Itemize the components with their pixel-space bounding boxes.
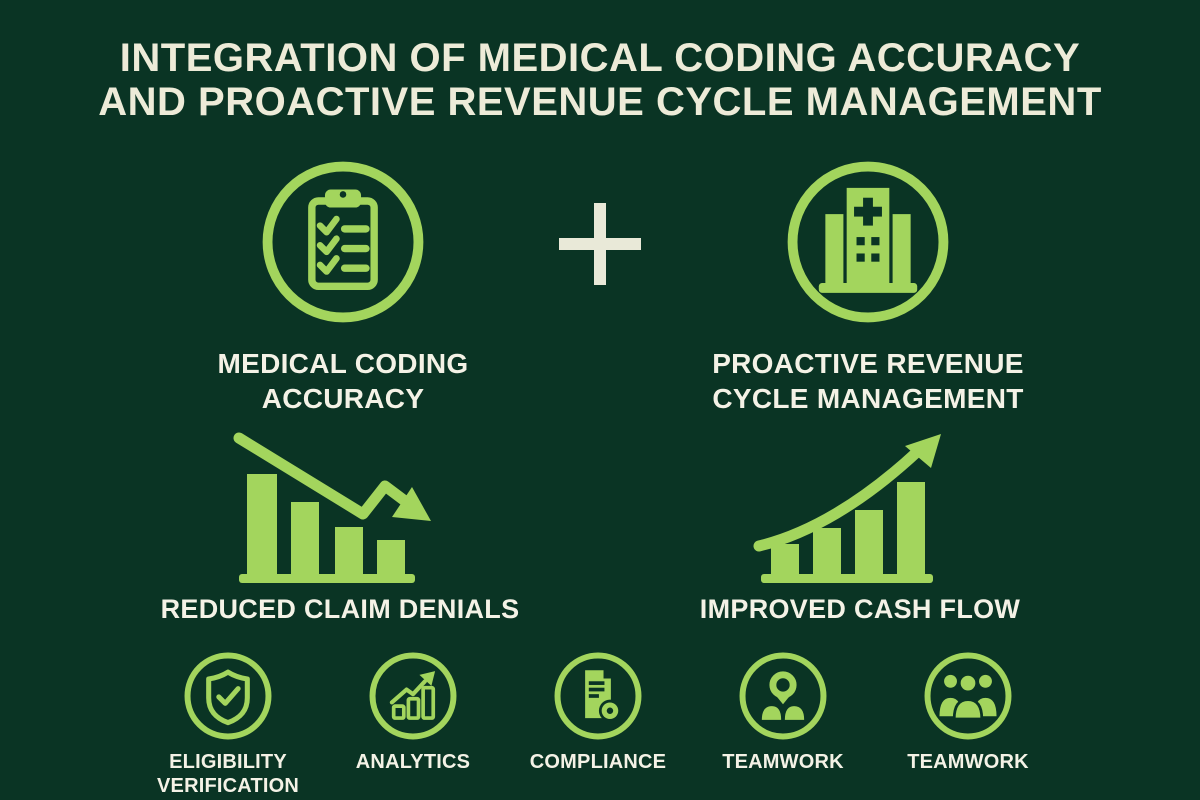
title-line-2: AND PROACTIVE REVENUE CYCLE MANAGEMENT [98,80,1102,124]
feature-compliance: COMPLIANCE [507,650,689,798]
declining-bar-chart-icon [233,432,431,583]
analytics-label: ANALYTICS [355,751,471,773]
shield-check-icon [184,652,272,740]
hospital-building-icon [787,161,949,323]
feature-eligibility-verification: ELIGIBILITY VERIFICATION [137,650,319,798]
rising-bar-chart-icon [753,434,941,583]
proactive-rcm-label: PROACTIVE REVENUE CYCLE MANAGEMENT [712,348,1024,414]
page-title: INTEGRATION OF MEDICAL CODING ACCURACY A… [0,36,1200,124]
feature-teamwork-2: TEAMWORK [877,650,1059,798]
improved-cash-flow-block: IMPROVED CASH FLOW [650,428,1070,625]
proactive-rcm-block: PROACTIVE REVENUE CYCLE MANAGEMENT [668,160,1068,416]
reduced-claim-denials-block: REDUCED CLAIM DENIALS [130,428,550,625]
improved-cash-flow-label: IMPROVED CASH FLOW [699,594,1021,624]
title-line-1: INTEGRATION OF MEDICAL CODING ACCURACY [119,36,1081,80]
plus-icon [551,195,649,293]
teamwork-label-2: TEAMWORK [907,751,1029,773]
medical-coding-accuracy-label: MEDICAL CODING ACCURACY [217,348,469,414]
feature-analytics: ANALYTICS [322,650,504,798]
person-icon [739,652,827,740]
features-row: ELIGIBILITY VERIFICATION ANALYTICS [137,650,1059,798]
compliance-document-icon [554,652,642,740]
teamwork-label-1: TEAMWORK [722,751,844,773]
medical-coding-accuracy-block: MEDICAL CODING ACCURACY [163,160,523,416]
feature-teamwork-1: TEAMWORK [692,650,874,798]
eligibility-verification-label: ELIGIBILITY VERIFICATION [156,751,300,797]
clipboard-checklist-icon [262,161,424,323]
analytics-chart-icon [369,652,457,740]
reduced-claim-denials-label: REDUCED CLAIM DENIALS [160,594,520,624]
compliance-label: COMPLIANCE [529,751,667,773]
team-icon [924,652,1012,740]
